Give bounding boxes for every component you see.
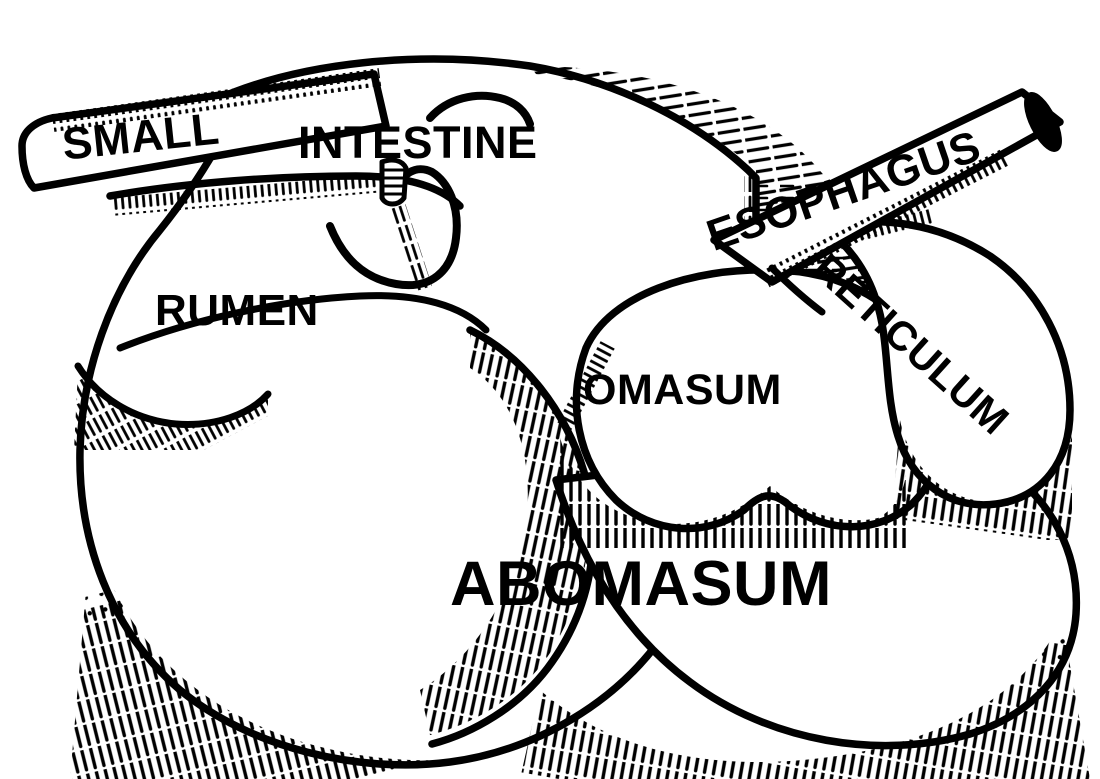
omasum-left-shading (555, 340, 615, 430)
esophagus-organ (710, 88, 1064, 316)
rumen-arch-fold (426, 91, 534, 128)
label-omasum: OMASUM (583, 366, 782, 414)
omasum-organ (555, 266, 950, 548)
esophagus-reticulum-junction (768, 264, 826, 316)
esophagus-tube (710, 88, 1064, 286)
small-intestine-tube (18, 70, 390, 192)
label-intestine: INTESTINE (298, 117, 538, 168)
label-abomasum: ABOMASUM (450, 549, 832, 619)
esophagus-margin-comb (761, 148, 1011, 288)
pylorus-papilla-icon (379, 157, 409, 207)
rumen-organ (70, 55, 884, 779)
small-intestine-lower-comb (112, 173, 393, 216)
rumen-fold-line (116, 292, 490, 352)
esophagus-cut-end-icon (1024, 92, 1062, 152)
small-intestine-upper-comb (51, 68, 382, 132)
label-rumen: RUMEN (155, 286, 319, 335)
rumen-left-notch (74, 362, 272, 428)
small-intestine-organ (18, 68, 534, 291)
duodenum-loop (326, 165, 461, 290)
small-intestine-lower-limb (106, 172, 464, 210)
